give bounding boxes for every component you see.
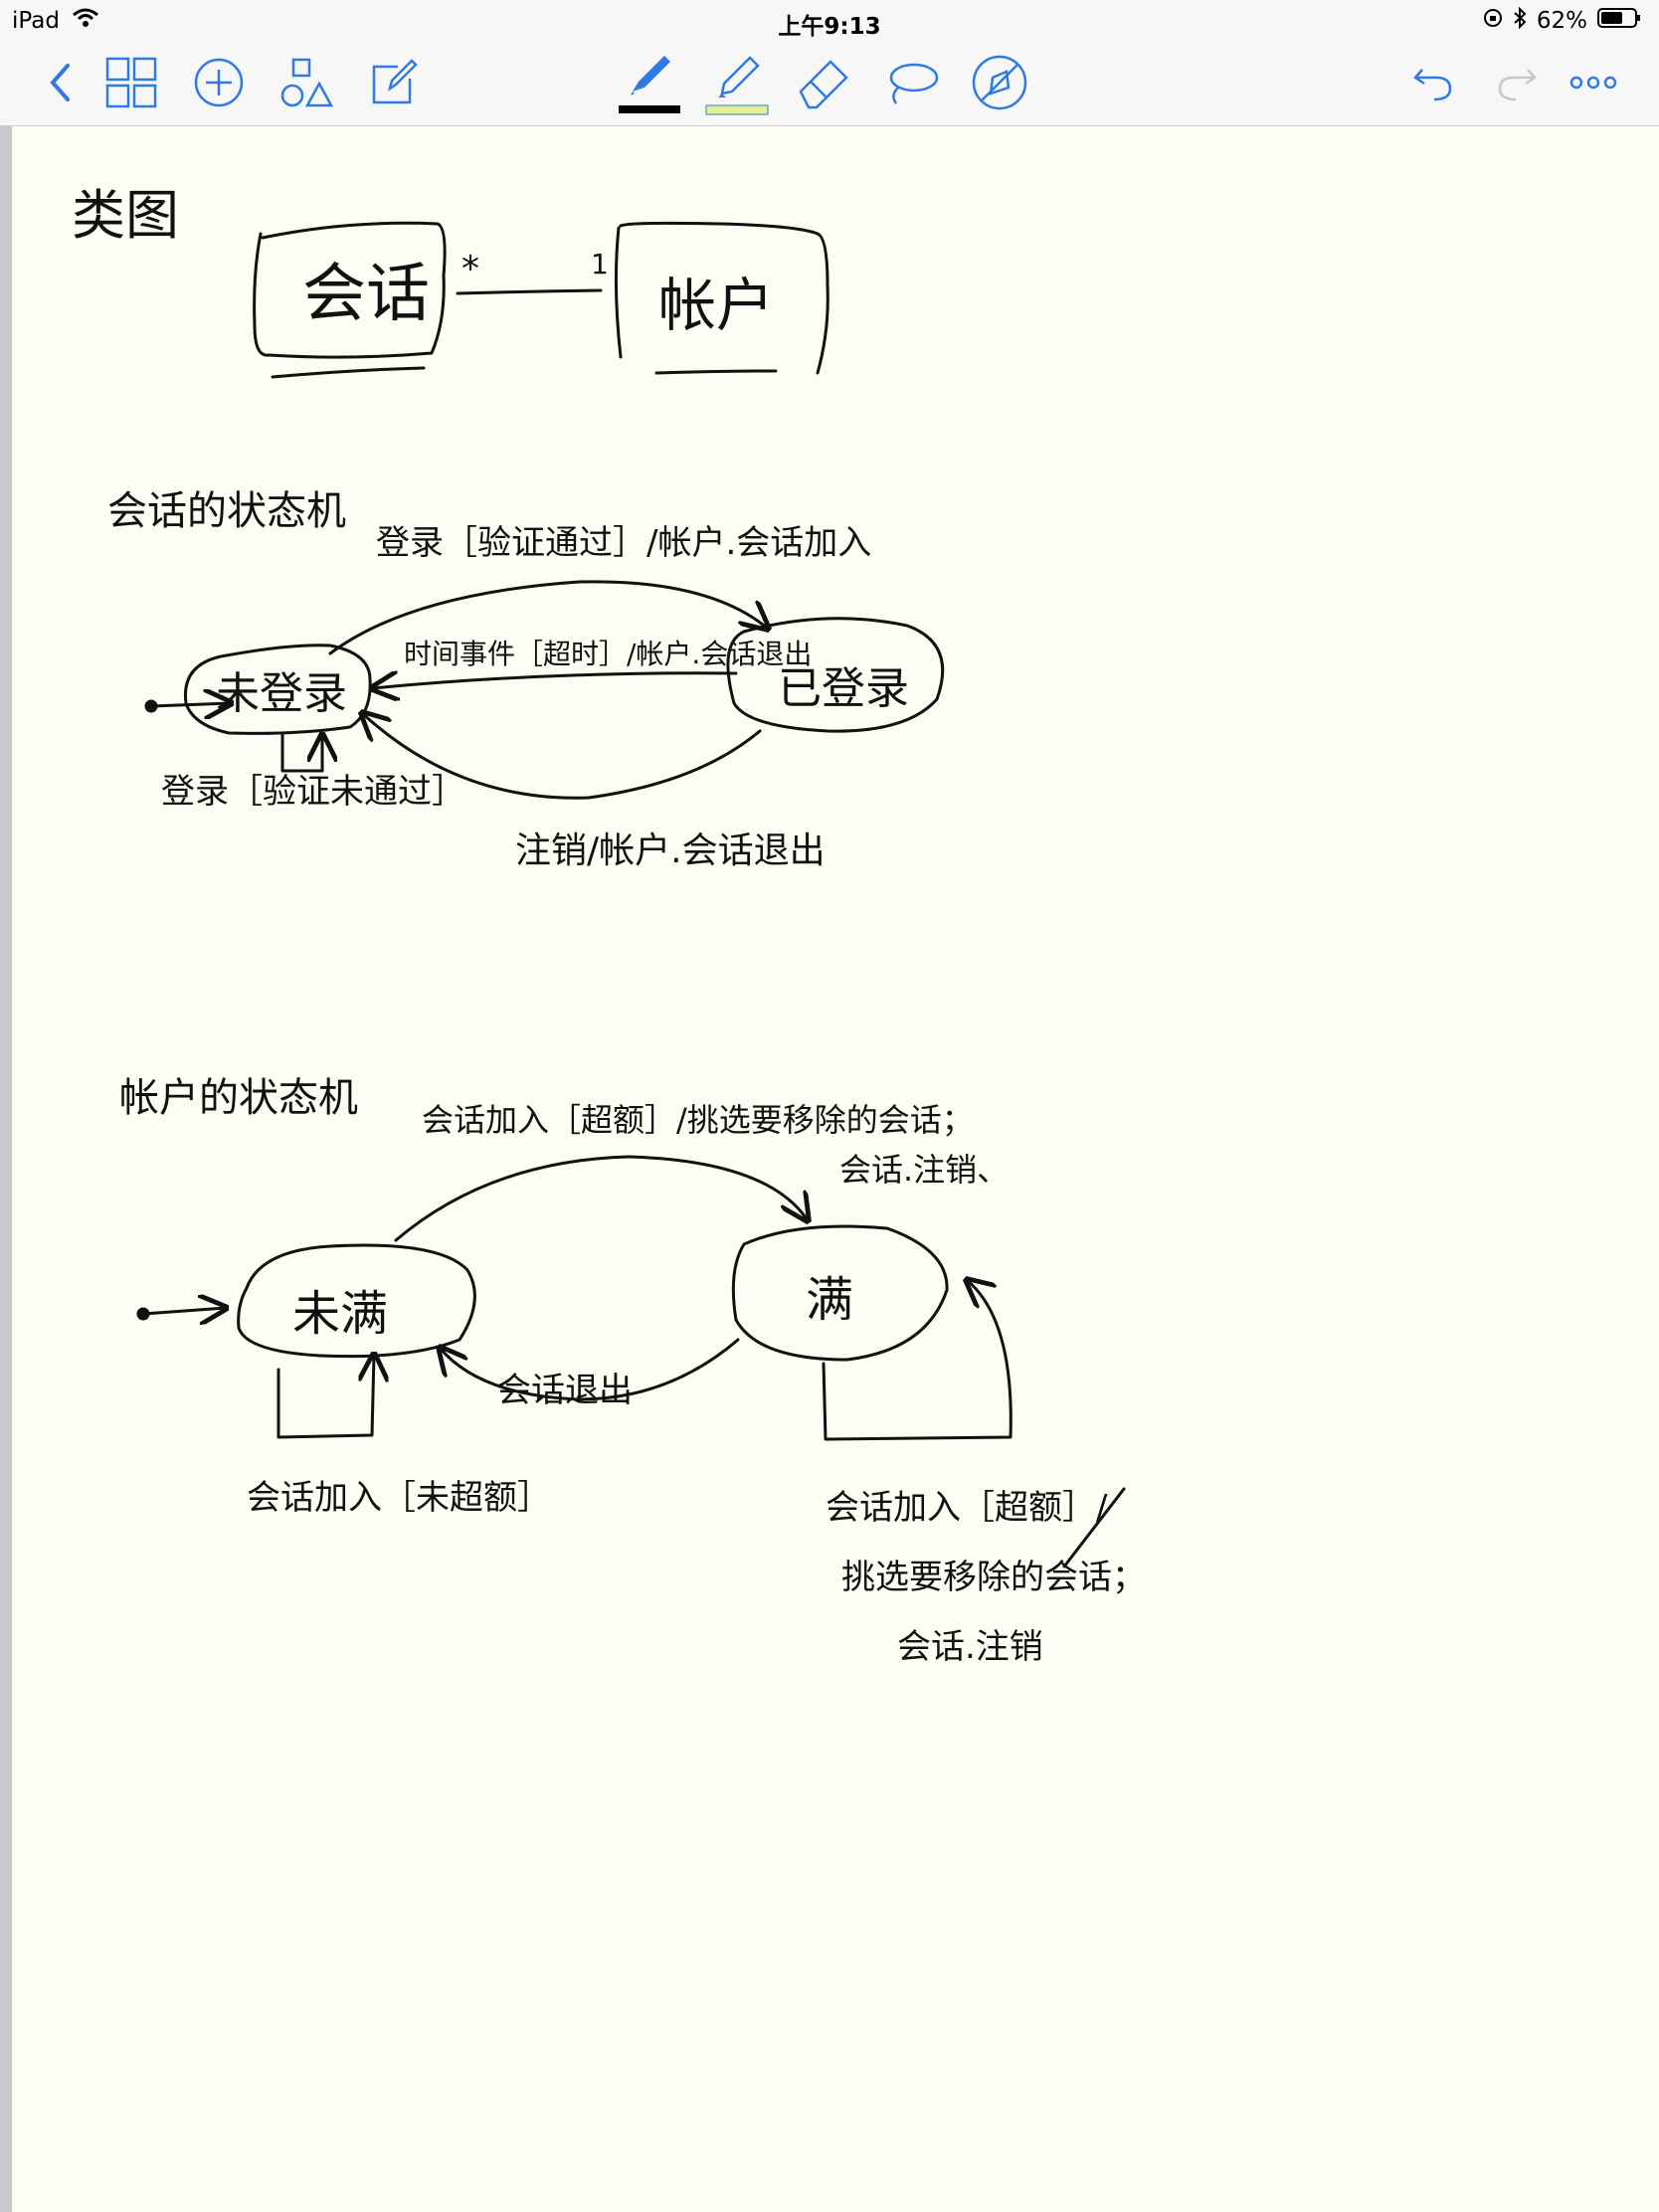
account-t-join-over-2: 会话.注销、	[839, 1151, 1009, 1189]
class-account-label: 帐户	[658, 272, 774, 339]
undo-icon[interactable]	[1408, 40, 1458, 125]
state-logged-in-label: 已登录	[778, 663, 909, 714]
account-t-join-over: 会话加入［超额］/挑选要移除的会话；	[422, 1101, 974, 1139]
session-t-login-ok: 登录［验证通过］/帐户.会话加入	[376, 523, 871, 563]
slash-full-join	[1062, 1487, 1126, 1568]
transition-timeout	[372, 673, 738, 688]
back-chevron-icon[interactable]	[40, 40, 80, 125]
class-account-box	[614, 221, 830, 375]
highlighter-icon[interactable]	[702, 40, 772, 125]
account-t-full-join-2: 挑选要移除的会话；	[841, 1558, 1146, 1597]
multiplicity-account: 1	[591, 248, 609, 280]
session-t-timeout: 时间事件［超时］/帐户.会话退出	[404, 638, 812, 670]
session-fsm-heading: 会话的状态机	[107, 488, 346, 534]
account-t-leave: 会话退出	[497, 1371, 633, 1410]
initial-dot-account	[136, 1308, 226, 1319]
class-session-box	[253, 221, 447, 379]
state-logged-in-outline	[726, 617, 945, 733]
transition-join-over	[394, 1155, 808, 1242]
more-icon[interactable]	[1567, 40, 1619, 125]
transition-logout	[362, 713, 762, 800]
device-name: iPad	[12, 8, 60, 34]
state-logged-out-label: 未登录	[216, 668, 347, 719]
state-not-full-outline	[237, 1243, 476, 1359]
transition-full-join	[822, 1280, 1013, 1441]
state-full-outline	[731, 1224, 949, 1362]
pen-icon[interactable]	[615, 40, 684, 125]
status-left: iPad	[12, 7, 99, 35]
toolbar	[0, 40, 1659, 126]
class-diagram-heading: 类图	[72, 184, 179, 247]
battery-icon	[1597, 7, 1641, 35]
multiplicity-session: *	[461, 249, 479, 289]
status-time: 上午9:13	[778, 14, 881, 40]
shapes-icon[interactable]	[278, 40, 334, 125]
add-circle-icon[interactable]	[191, 40, 247, 125]
state-not-full-label: 未满	[292, 1286, 388, 1342]
status-right: 62%	[1483, 6, 1641, 35]
state-full-label: 满	[806, 1272, 853, 1328]
transition-join-not-over	[276, 1355, 374, 1439]
session-t-login-fail: 登录［验证未通过］	[161, 772, 465, 812]
transition-leave	[440, 1338, 740, 1401]
no-hand-icon[interactable]	[965, 40, 1034, 125]
wifi-icon	[72, 7, 99, 35]
transition-login-ok	[328, 580, 768, 655]
redo-icon[interactable]	[1492, 40, 1542, 125]
initial-dot-session	[144, 701, 231, 711]
association-line	[456, 288, 603, 295]
transition-login-fail	[280, 735, 322, 773]
account-t-join-not-over: 会话加入［未超额］	[247, 1478, 551, 1518]
edit-icon[interactable]	[366, 40, 422, 125]
account-fsm-heading: 帐户的状态机	[119, 1075, 358, 1121]
account-t-full-join: 会话加入［超额］/	[826, 1488, 1108, 1528]
note-page[interactable]: 类图 会话 帐户 * 1 会话的状态机 登录［验证通过］/帐户.会话加入 时间事…	[12, 126, 1659, 2212]
lasso-icon[interactable]	[877, 40, 947, 125]
ink-canvas[interactable]: 类图 会话 帐户 * 1 会话的状态机 登录［验证通过］/帐户.会话加入 时间事…	[12, 126, 1659, 2212]
battery-percent: 62%	[1536, 8, 1587, 34]
session-t-logout: 注销/帐户.会话退出	[515, 830, 826, 871]
account-t-full-join-3: 会话.注销	[897, 1627, 1043, 1667]
bluetooth-icon	[1513, 6, 1527, 35]
rotation-lock-icon	[1483, 8, 1503, 34]
class-session-label: 会话	[302, 258, 430, 331]
eraser-icon[interactable]	[790, 40, 859, 125]
grid-icon[interactable]	[103, 40, 159, 125]
status-bar: iPad 上午9:13 62%	[0, 0, 1659, 40]
